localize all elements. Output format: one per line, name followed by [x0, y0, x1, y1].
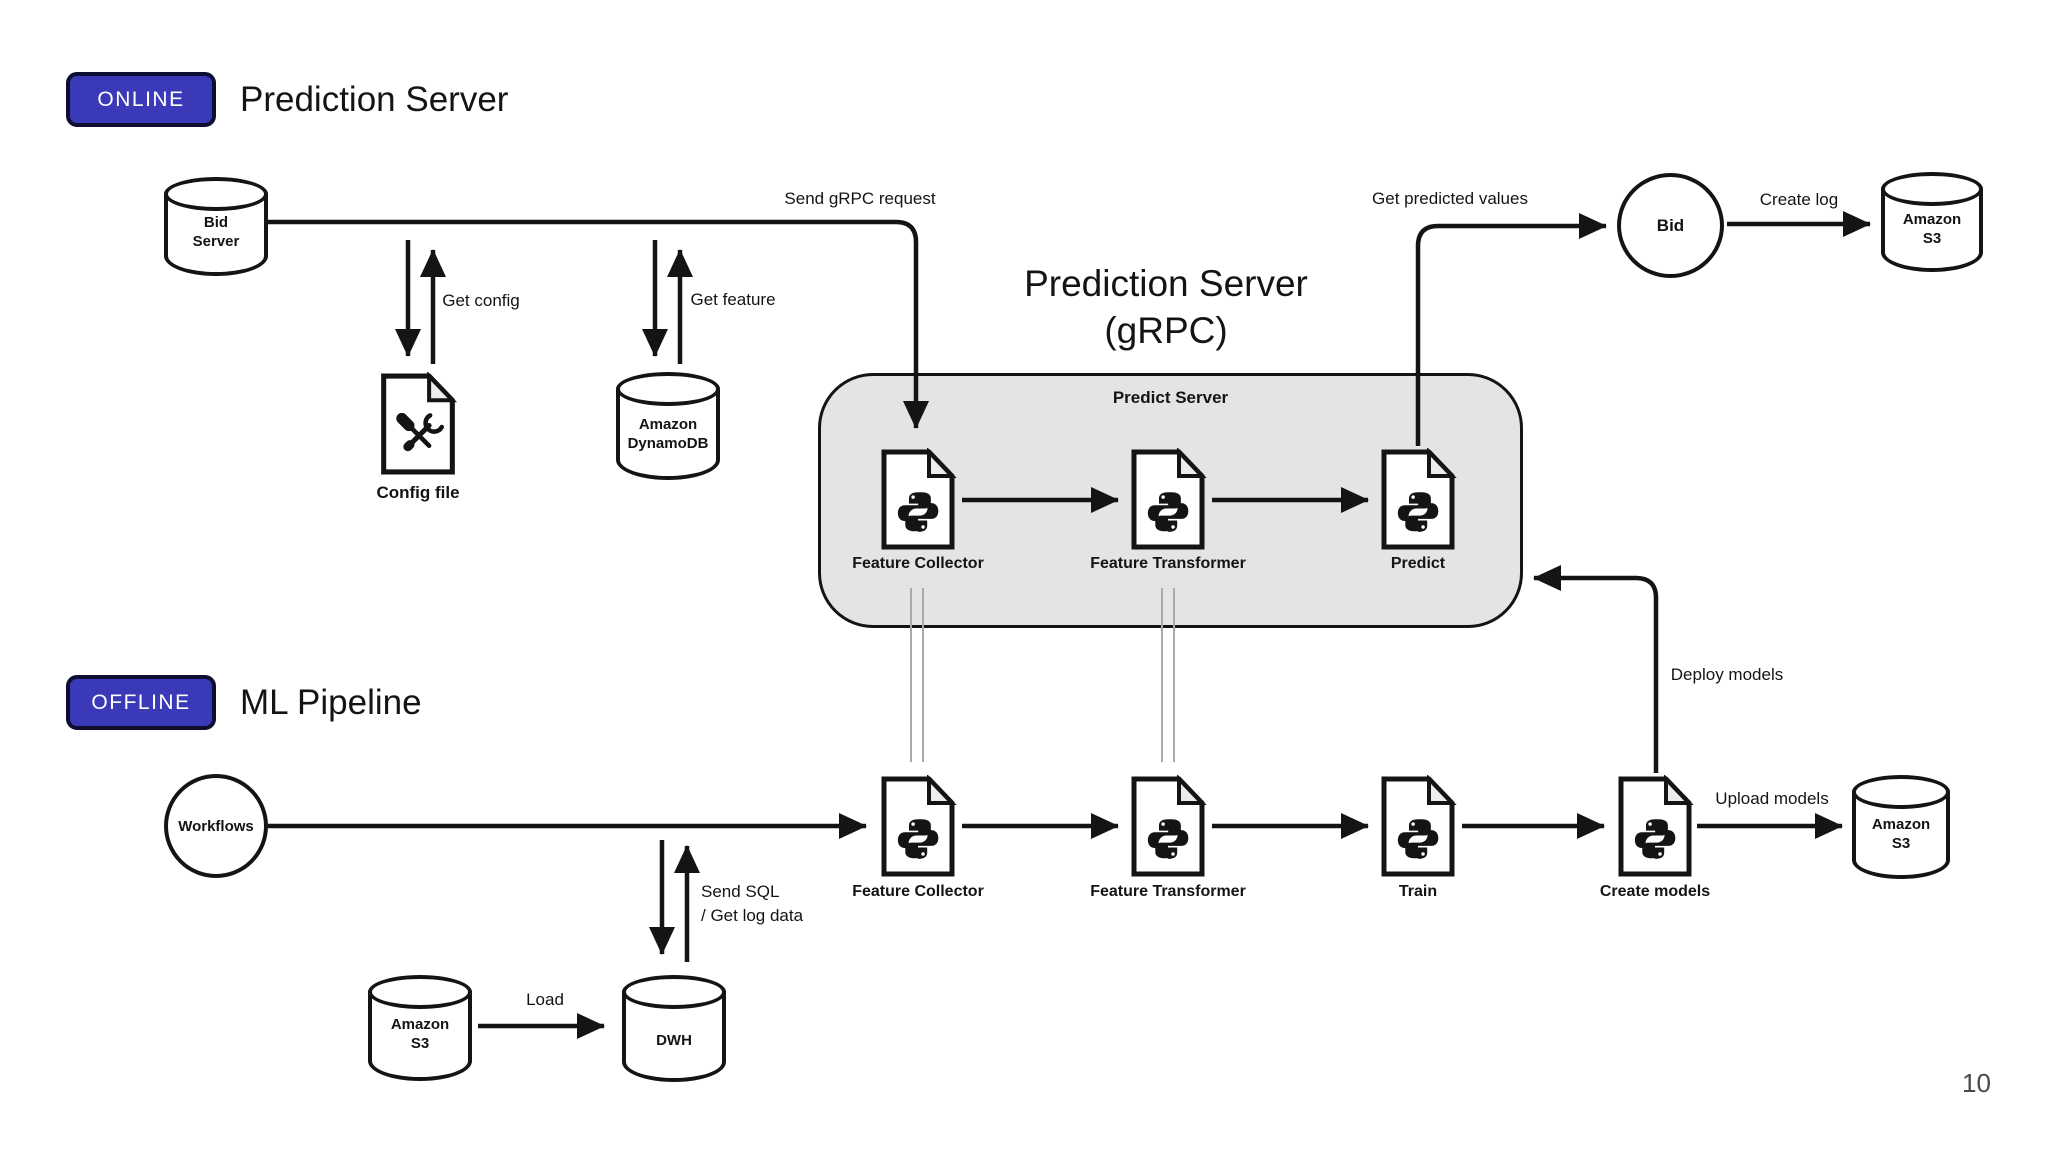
get-config-label: Get config [442, 291, 520, 310]
bid-server-node: Bid Server [164, 177, 268, 276]
cylinder-body [1852, 791, 1950, 879]
train-node [1379, 775, 1457, 878]
cylinder-body [368, 991, 472, 1081]
python-file-icon [1129, 775, 1207, 878]
feature-transformer-offline-label: Feature Transformer [1090, 883, 1246, 900]
config-file-node [378, 372, 458, 476]
grpc-title: Prediction Server (gRPC) [866, 260, 1466, 354]
online-badge-label: ONLINE [97, 87, 185, 111]
s3-data-label: Amazon S3 [390, 1016, 450, 1053]
python-file-icon [879, 775, 957, 878]
edge-deploy-models [1533, 565, 1659, 773]
config-file-icon [378, 372, 458, 476]
python-file-icon [1616, 775, 1694, 878]
python-file-icon [1379, 448, 1457, 551]
offline-section-title: ML Pipeline [240, 683, 422, 722]
feature-collector-online-label: Feature Collector [852, 555, 984, 572]
feature-transformer-offline-node [1129, 775, 1207, 878]
s3-models-node: Amazon S3 [1852, 775, 1950, 879]
dynamodb-node: Amazon DynamoDB [616, 372, 720, 480]
edge-get-predicted-values [1415, 213, 1607, 446]
page-number: 10 [1962, 1068, 1991, 1098]
get-feature-label: Get feature [690, 290, 776, 309]
feature-collector-online-node [879, 448, 957, 551]
predict-label: Predict [1390, 555, 1446, 572]
python-file-icon [1129, 448, 1207, 551]
dwh-label: DWH [656, 1031, 692, 1049]
python-file-icon [1379, 775, 1457, 878]
cylinder-top [616, 372, 720, 406]
create-models-label: Create models [1599, 883, 1711, 900]
send-grpc-label: Send gRPC request [784, 189, 936, 208]
get-predicted-values-label: Get predicted values [1372, 189, 1528, 208]
train-label: Train [1398, 883, 1438, 900]
grpc-title-line1: Prediction Server [1024, 263, 1308, 304]
cylinder-top [1881, 172, 1983, 206]
s3-models-label: Amazon S3 [1871, 815, 1931, 852]
bid-label: Bid [1656, 215, 1685, 235]
feature-transformer-online-node [1129, 448, 1207, 551]
offline-badge: OFFLINE [66, 675, 216, 730]
predict-node [1379, 448, 1457, 551]
send-sql-label: Send SQL / Get log data [701, 882, 804, 925]
s3-data-node: Amazon S3 [368, 975, 472, 1081]
workflows-label: Workflows [178, 817, 254, 835]
bid-node: Bid [1617, 173, 1724, 278]
online-badge: ONLINE [66, 72, 216, 127]
edge-send-grpc-request [268, 219, 929, 429]
feature-collector-offline-node [879, 775, 957, 878]
dynamodb-label: Amazon DynamoDB [627, 416, 709, 453]
predict-server-box-title: Predict Server [1112, 388, 1229, 407]
cylinder-top [368, 975, 472, 1009]
deploy-models-label: Deploy models [1670, 665, 1784, 684]
cylinder-top [1852, 775, 1950, 809]
config-file-label: Config file [376, 483, 460, 502]
create-models-node [1616, 775, 1694, 878]
grpc-title-line2: (gRPC) [1104, 310, 1228, 351]
s3-log-label: Amazon S3 [1902, 211, 1962, 247]
bid-server-label: Bid Server [192, 213, 240, 250]
cylinder-top [164, 177, 268, 211]
workflows-node: Workflows [164, 774, 268, 878]
offline-badge-label: OFFLINE [91, 690, 191, 714]
s3-log-node: Amazon S3 [1881, 172, 1983, 272]
online-section-title: Prediction Server [240, 80, 509, 119]
python-file-icon [879, 448, 957, 551]
dwh-node: DWH [622, 975, 726, 1082]
feature-collector-offline-label: Feature Collector [852, 883, 984, 900]
feature-transformer-online-label: Feature Transformer [1090, 555, 1246, 572]
load-label: Load [526, 990, 564, 1009]
upload-models-label: Upload models [1715, 789, 1829, 808]
cylinder-top [622, 975, 726, 1009]
create-log-label: Create log [1759, 190, 1839, 209]
